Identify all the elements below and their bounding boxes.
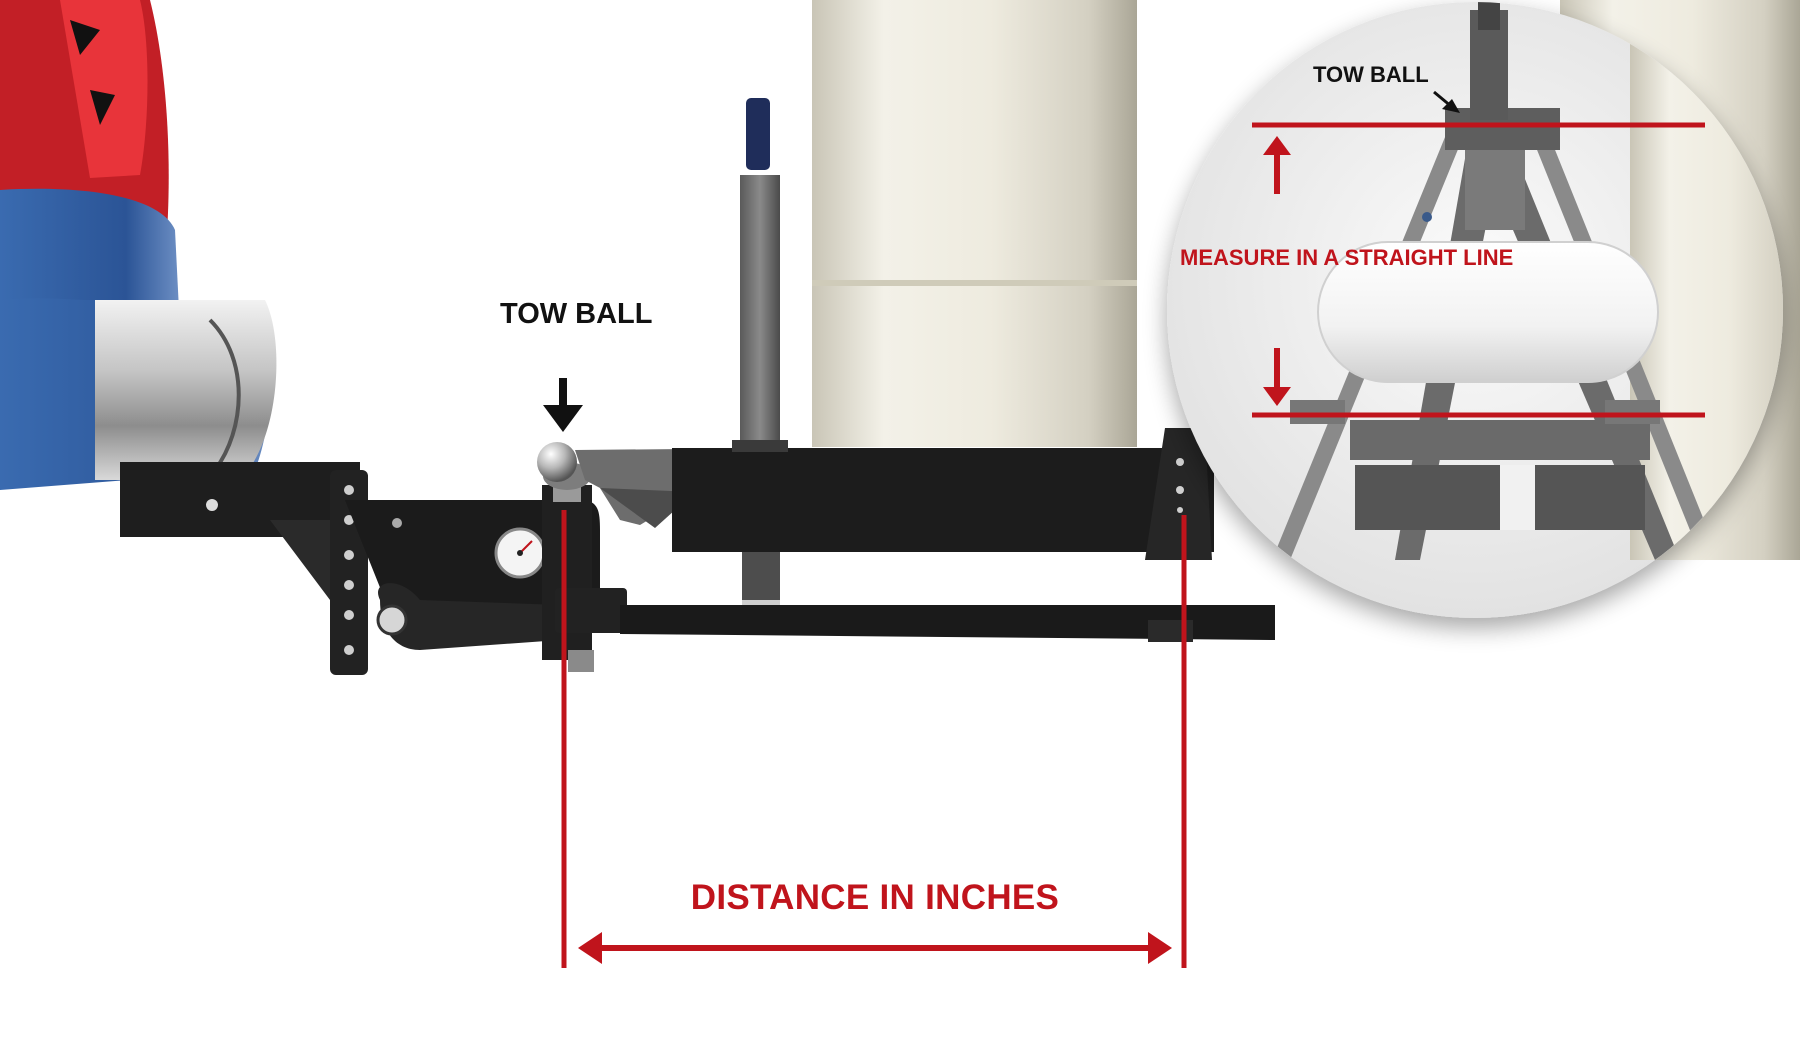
tow-ball-icon [537,442,577,482]
inset-guides [1252,90,1705,418]
distance-label: DISTANCE IN INCHES [690,878,1060,917]
inset-tow-ball-label: TOW BALL [1313,62,1429,87]
trailer-frame [672,0,1214,634]
propane-tank [812,0,1137,447]
tongue-jack [740,175,780,443]
hitch-receiver [120,462,368,675]
down-arrow-icon [543,378,583,432]
tow-ball-label: TOW BALL [500,298,653,330]
spring-bar [620,605,1275,642]
truck [0,0,277,490]
double-arrow-icon [578,932,1172,964]
measure-instruction-label: MEASURE IN A STRAIGHT LINE [1180,245,1514,270]
measurement-markers [561,510,1187,968]
